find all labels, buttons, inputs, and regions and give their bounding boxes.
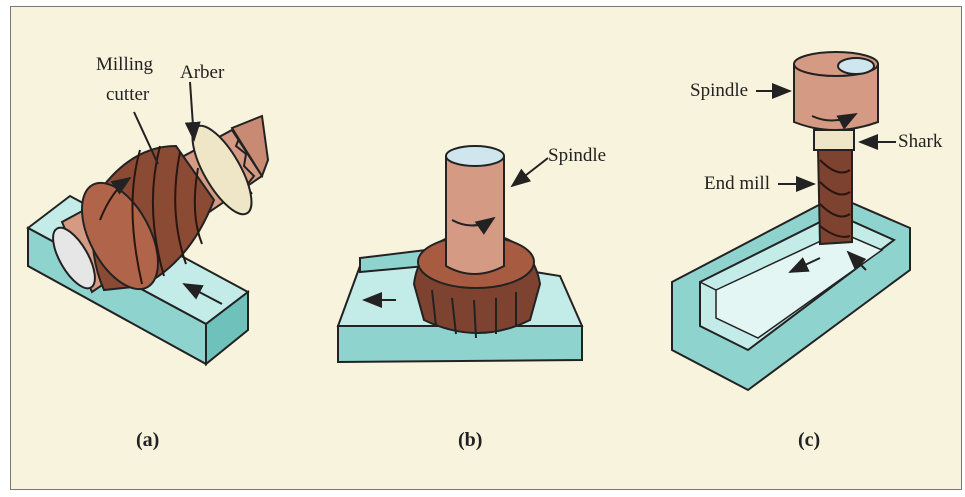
- label-milling-cutter-line2: cutter: [106, 85, 149, 104]
- leader-spindle-b: [512, 158, 548, 186]
- spindle-b: [446, 146, 504, 274]
- shank: [814, 130, 854, 150]
- label-arbor: Arber: [180, 63, 224, 82]
- label-spindle-c: Spindle: [690, 81, 748, 100]
- label-end-mill: End mill: [704, 174, 770, 193]
- label-milling-cutter-line1: Milling: [96, 55, 153, 74]
- label-spindle-b: Spindle: [548, 146, 606, 165]
- workpiece-c: [672, 196, 910, 390]
- figure-b-illustration: [338, 146, 582, 362]
- label-shank: Shark: [898, 132, 942, 151]
- caption-a: (a): [136, 430, 159, 450]
- figure-c-illustration: [672, 52, 910, 390]
- leader-arbor: [190, 82, 194, 140]
- end-mill: [818, 148, 852, 244]
- caption-c: (c): [798, 430, 820, 450]
- spindle-c: [794, 52, 878, 130]
- caption-b: (b): [458, 430, 482, 450]
- figure-a-illustration: [28, 82, 268, 364]
